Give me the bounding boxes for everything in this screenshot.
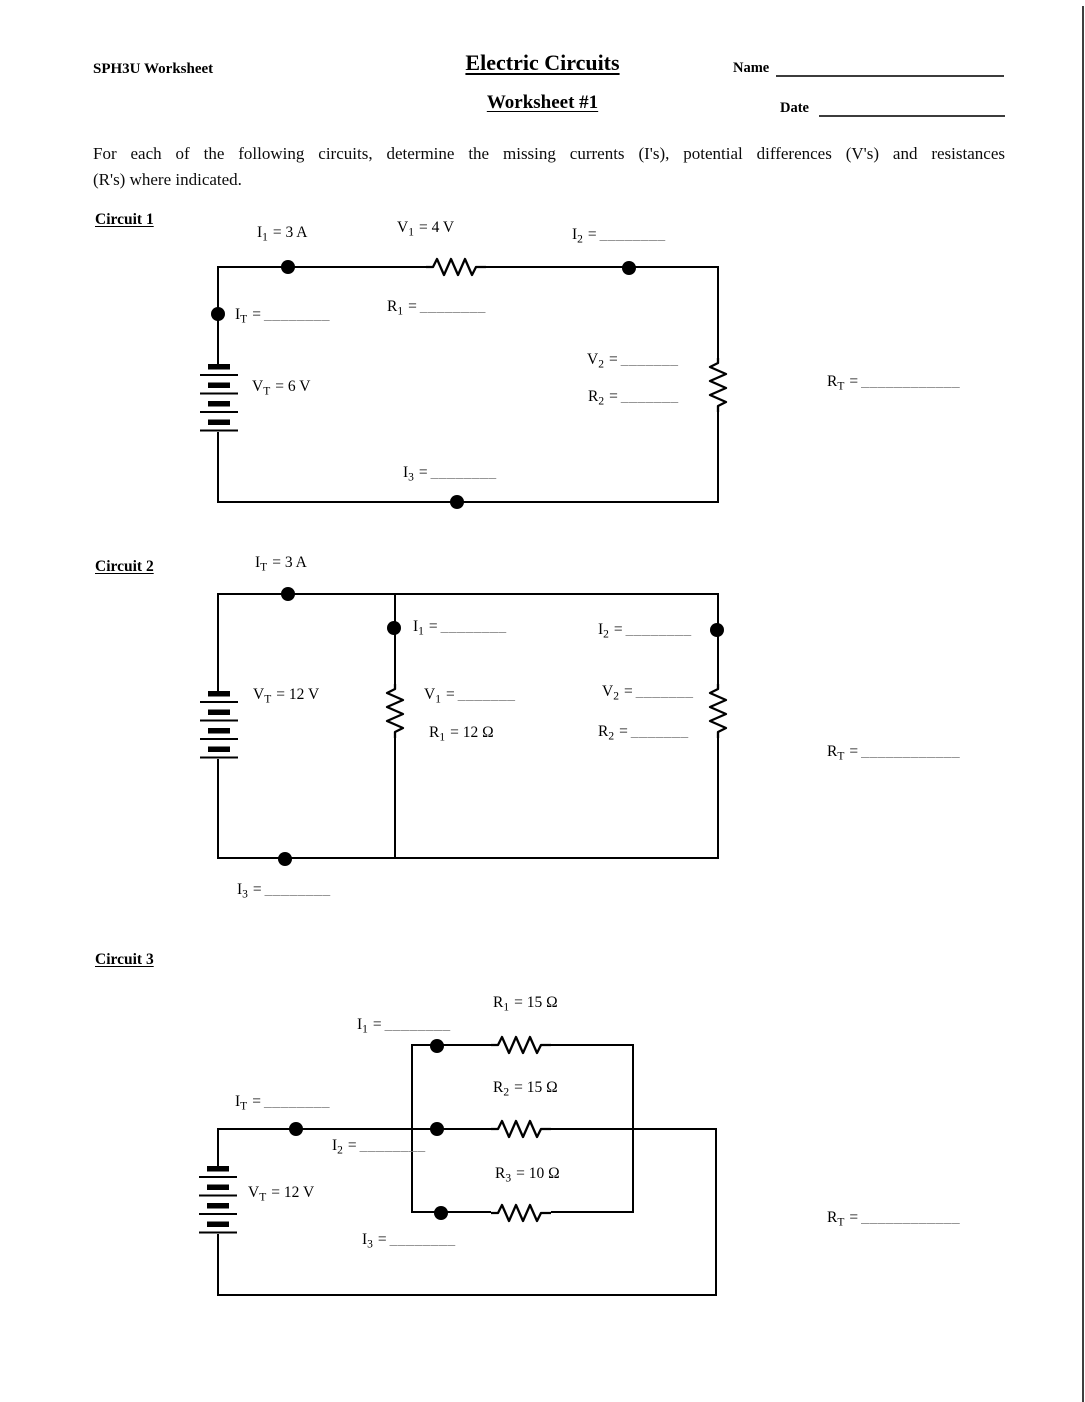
circuit2-label-rt: RT=____________ [827,743,961,763]
circuit3-label-vt: VT= 12 V [248,1184,315,1204]
circuit1-label-r1: R1=________ [387,298,486,318]
circuit1-label-rt: RT=____________ [827,373,961,393]
instructions: For each of the following circuits, dete… [93,141,1005,192]
circuit1-label-it: IT=________ [235,306,330,326]
circuit2-label-it: IT= 3 A [255,554,307,574]
name-label: Name [733,60,770,76]
resistor-icon [491,1201,551,1225]
junction-dot [278,852,292,866]
circuit3-label-i3: I3=________ [362,1231,456,1251]
junction-dot [622,261,636,275]
page-title: Electric Circuits [465,50,620,75]
junction-dot [710,623,724,637]
circuit1-heading: Circuit 1 [95,211,154,228]
course-label: SPH3U Worksheet [93,61,214,77]
circuit3-label-r1: R1= 15 Ω [493,994,558,1014]
circuit2-label-i1: I1=________ [413,618,507,638]
circuit2-label-r2: R2=_______ [598,723,689,743]
resistor-icon [383,684,407,738]
circuit3-label-i1: I1=________ [357,1016,451,1036]
circuit1-label-vt: VT= 6 V [252,378,311,398]
junction-dot [430,1039,444,1053]
resistor-icon [426,255,486,279]
circuit3-label-rt: RT=____________ [827,1209,961,1229]
date-label: Date [780,100,809,116]
circuit1-label-i3: I3=________ [403,464,497,484]
name-blank-line [776,75,1004,77]
circuit1-label-v2: V2=_______ [587,351,679,371]
circuit1-label-i2: I2=________ [572,226,666,246]
resistor-icon [706,684,730,738]
circuit1-label-r2: R2=_______ [588,388,679,408]
junction-dot [281,260,295,274]
instructions-line2: (R's) where indicated. [93,169,242,189]
circuit3-label-r2: R2= 15 Ω [493,1079,558,1099]
circuit3-bottom-wire [217,1294,717,1296]
circuit3-main-wire [217,1128,717,1130]
circuit2-label-i3: I3=________ [237,881,331,901]
resistor-icon [491,1033,551,1057]
page-subtitle-row: Worksheet #1 [0,92,1085,114]
junction-dot [434,1206,448,1220]
instructions-line1: For each of the following circuits, dete… [93,144,1005,163]
circuit1-label-v1: V1= 4 V [397,219,455,239]
battery-icon [197,364,241,432]
circuit2-label-vt: VT= 12 V [253,686,320,706]
battery-icon [196,1166,240,1234]
resistor-icon [706,358,730,412]
circuit2-heading: Circuit 2 [95,558,154,575]
circuit1-label-i1: I1= 3 A [257,224,308,244]
page-title-row: Electric Circuits [0,50,1085,76]
resistor-icon [491,1117,551,1141]
date-blank-line [819,115,1005,117]
circuit2-label-v1: V1=_______ [424,686,516,706]
junction-dot [430,1122,444,1136]
junction-dot [450,495,464,509]
junction-dot [281,587,295,601]
junction-dot [289,1122,303,1136]
battery-icon [197,691,241,759]
circuit2-label-v2: V2=_______ [602,683,694,703]
circuit3-label-r3: R3= 10 Ω [495,1165,560,1185]
circuit3-heading: Circuit 3 [95,951,154,968]
circuit2-label-i2: I2=________ [598,621,692,641]
page-edge-line [1082,6,1084,1402]
circuit3-right-wire [715,1128,717,1296]
circuit3-label-i2: I2=________ [332,1137,426,1157]
page-subtitle: Worksheet #1 [486,92,599,113]
junction-dot [211,307,225,321]
circuit3-label-it: IT=________ [235,1093,330,1113]
junction-dot [387,621,401,635]
circuit2-label-r1: R1= 12 Ω [429,724,494,744]
